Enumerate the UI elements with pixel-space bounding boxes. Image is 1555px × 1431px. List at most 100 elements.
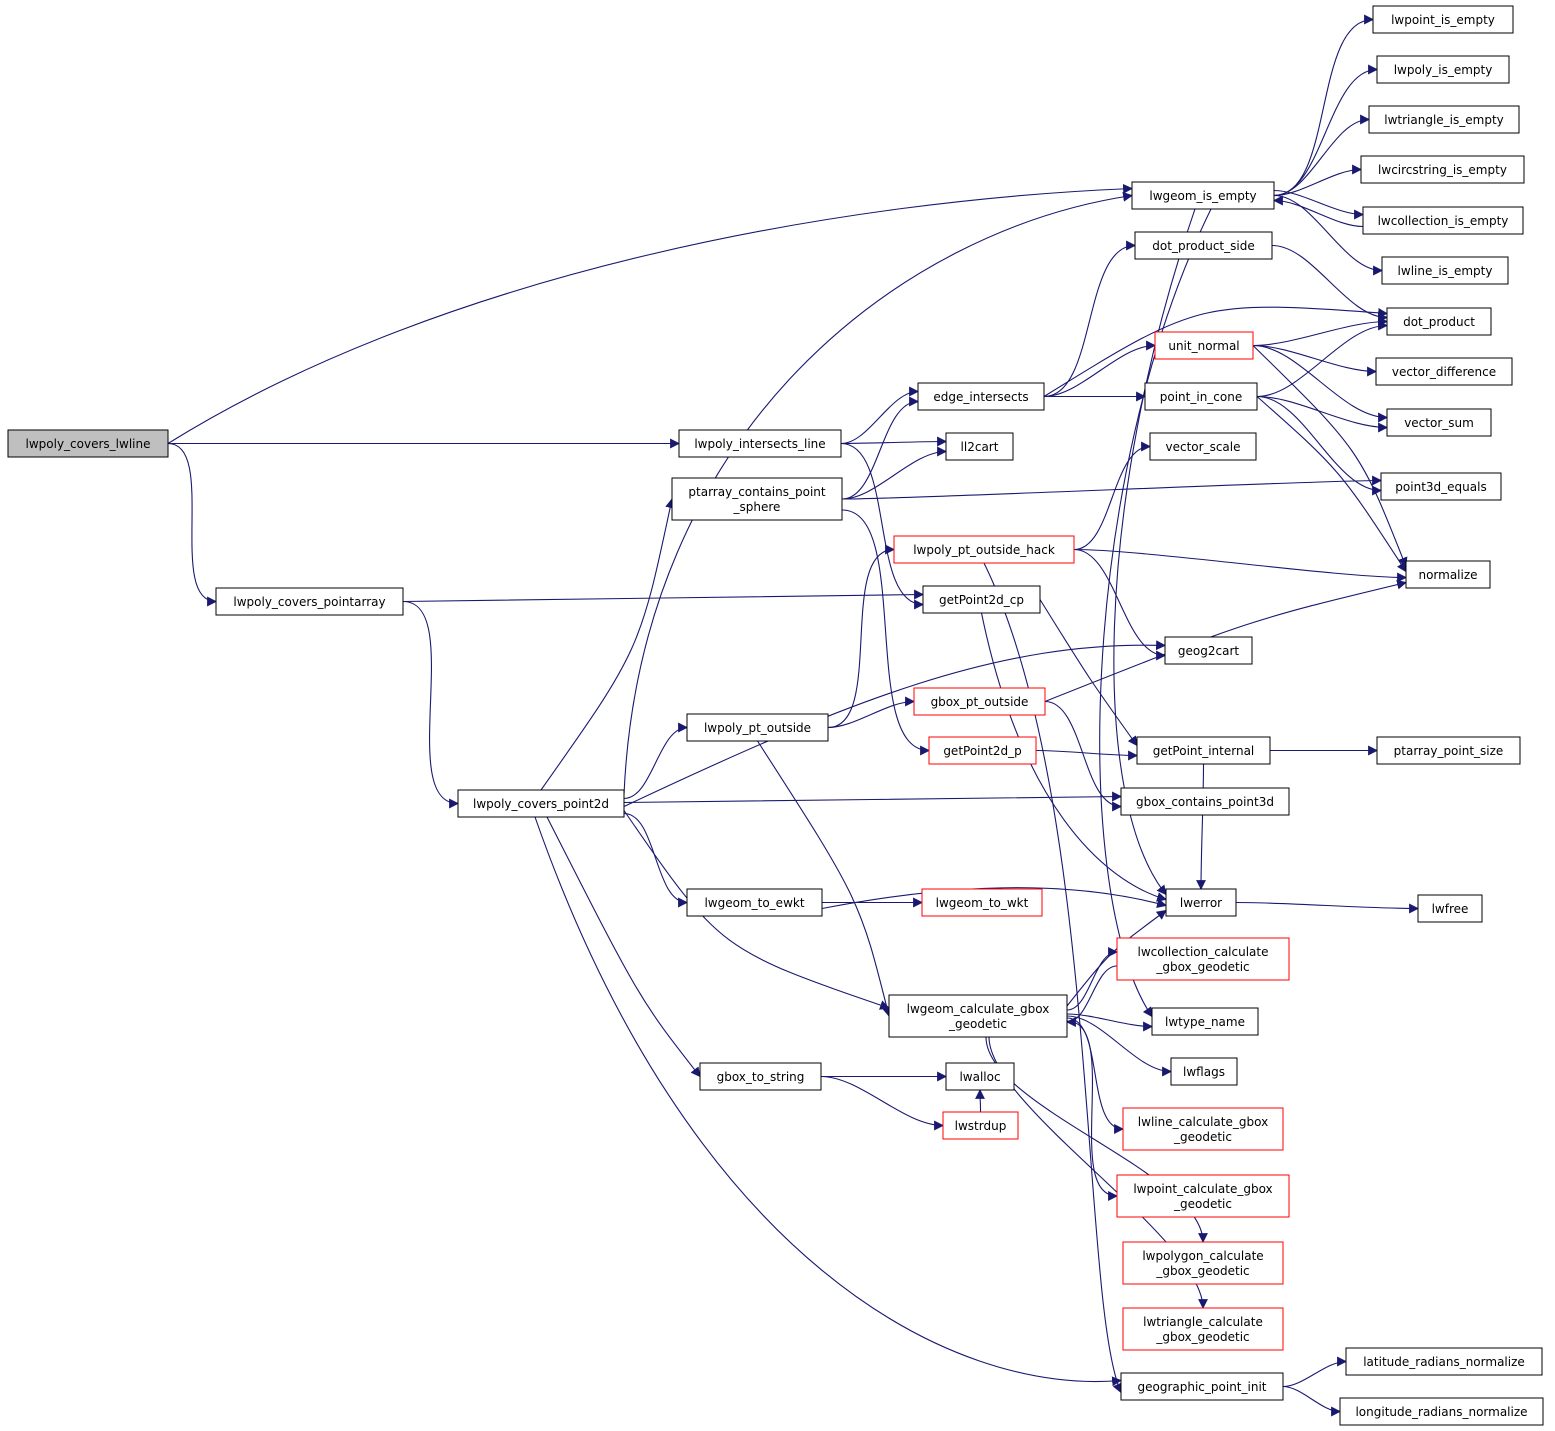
node-lwgeom_calculate_gbox_geodetic[interactable]: lwgeom_calculate_gbox_geodetic: [888, 994, 1068, 1038]
node-lwstrdup[interactable]: lwstrdup: [942, 1111, 1019, 1140]
node-label-lwpoint_is_empty: lwpoint_is_empty: [1391, 13, 1495, 27]
node-point_in_cone[interactable]: point_in_cone: [1144, 382, 1258, 411]
node-ll2cart[interactable]: ll2cart: [945, 432, 1014, 461]
node-vector_sum[interactable]: vector_sum: [1386, 408, 1492, 437]
node-lwgeom_to_ewkt[interactable]: lwgeom_to_ewkt: [686, 888, 823, 917]
node-geog2cart[interactable]: geog2cart: [1164, 636, 1253, 665]
node-lwgeom_to_wkt[interactable]: lwgeom_to_wkt: [921, 888, 1043, 917]
edge-lwgeom_calculate_gbox_geodetic--lwtype_name: [1066, 1013, 1153, 1032]
node-lwtype_name[interactable]: lwtype_name: [1151, 1007, 1259, 1036]
node-box-ll2cart: [945, 432, 1014, 461]
node-ptarray_contains_point_sphere[interactable]: ptarray_contains_point_sphere: [671, 477, 843, 521]
node-lwpoly_covers_point2d[interactable]: lwpoly_covers_point2d: [457, 789, 625, 818]
node-lwcollection_calculate_gbox_geodetic[interactable]: lwcollection_calculate_gbox_geodetic: [1116, 937, 1290, 981]
node-label-lwline_calculate_gbox_geodetic-0: lwline_calculate_gbox: [1138, 1115, 1268, 1129]
node-lwline_calculate_gbox_geodetic[interactable]: lwline_calculate_gbox_geodetic: [1122, 1107, 1284, 1151]
node-label-lwline_is_empty: lwline_is_empty: [1398, 264, 1493, 278]
node-label-lwflags: lwflags: [1183, 1065, 1225, 1079]
node-box-lwtriangle_is_empty: [1368, 105, 1520, 134]
node-label-dot_product: dot_product: [1403, 315, 1475, 329]
node-lwline_is_empty[interactable]: lwline_is_empty: [1381, 256, 1509, 285]
node-label-lwpoint_calculate_gbox_geodetic-0: lwpoint_calculate_gbox: [1133, 1182, 1272, 1196]
node-box-lwstrdup: [942, 1111, 1019, 1140]
node-label-lwpoint_calculate_gbox_geodetic-1: _geodetic: [1173, 1197, 1232, 1211]
node-unit_normal[interactable]: unit_normal: [1154, 331, 1254, 360]
node-box-lwpolygon_calculate_gbox_geodetic: [1122, 1241, 1284, 1285]
edge-gbox_pt_outside--gbox_contains_point3d: [1044, 700, 1122, 812]
edge-lwgeom_calculate_gbox_geodetic--lwerror: [1066, 909, 1167, 1007]
node-box-gbox_pt_outside: [913, 687, 1046, 716]
node-lwpoly_pt_outside[interactable]: lwpoly_pt_outside: [686, 713, 829, 742]
node-lwpoly_covers_lwline[interactable]: lwpoly_covers_lwline: [7, 429, 169, 458]
node-lwflags[interactable]: lwflags: [1170, 1057, 1238, 1086]
node-lwalloc[interactable]: lwalloc: [945, 1062, 1015, 1091]
node-lwpoly_covers_pointarray[interactable]: lwpoly_covers_pointarray: [215, 587, 404, 616]
node-box-lwtype_name: [1151, 1007, 1259, 1036]
node-box-vector_sum: [1386, 408, 1492, 437]
node-vector_difference[interactable]: vector_difference: [1375, 357, 1513, 386]
node-getPoint2d_p[interactable]: getPoint2d_p: [928, 736, 1037, 765]
node-dot_product[interactable]: dot_product: [1386, 307, 1492, 336]
edge-lwpoly_covers_point2d--lwgeom_to_ewkt: [623, 812, 688, 908]
node-lwpolygon_calculate_gbox_geodetic[interactable]: lwpolygon_calculate_gbox_geodetic: [1122, 1241, 1284, 1285]
node-lwtriangle_is_empty[interactable]: lwtriangle_is_empty: [1368, 105, 1520, 134]
node-box-gbox_contains_point3d: [1120, 787, 1290, 816]
edge-lwpoly_pt_outside_hack--normalize: [1073, 548, 1407, 583]
node-getPoint_internal[interactable]: getPoint_internal: [1136, 736, 1271, 765]
node-box-latitude_radians_normalize: [1345, 1347, 1543, 1376]
edge-lwgeom_is_empty--lwline_is_empty: [1273, 194, 1383, 276]
node-lwerror[interactable]: lwerror: [1165, 888, 1237, 917]
node-gbox_pt_outside[interactable]: gbox_pt_outside: [913, 687, 1046, 716]
node-box-lwpoly_pt_outside: [686, 713, 829, 742]
node-vector_scale[interactable]: vector_scale: [1149, 432, 1257, 461]
node-geographic_point_init[interactable]: geographic_point_init: [1120, 1372, 1284, 1401]
edge-gbox_to_string--lwstrdup: [820, 1075, 944, 1131]
edge-ptarray_contains_point_sphere--edge_intersects: [841, 396, 919, 500]
node-longitude_radians_normalize[interactable]: longitude_radians_normalize: [1339, 1397, 1544, 1426]
node-normalize[interactable]: normalize: [1405, 560, 1491, 589]
node-edge_intersects[interactable]: edge_intersects: [917, 382, 1045, 411]
edge-getPoint_internal--lwerror: [1196, 763, 1206, 890]
node-box-gbox_to_string: [699, 1062, 822, 1091]
node-lwfree[interactable]: lwfree: [1417, 894, 1483, 923]
edge-edge_intersects--dot_product_side: [1043, 240, 1136, 398]
node-label-gbox_pt_outside: gbox_pt_outside: [931, 695, 1029, 709]
edge-unit_normal--dot_product: [1252, 316, 1388, 347]
edge-geographic_point_init--latitude_radians_normalize: [1282, 1356, 1347, 1388]
node-lwcollection_is_empty[interactable]: lwcollection_is_empty: [1362, 206, 1524, 235]
edge-lwpoly_intersects_line--ll2cart: [840, 436, 947, 447]
node-box-lwline_calculate_gbox_geodetic: [1122, 1107, 1284, 1151]
node-gbox_to_string[interactable]: gbox_to_string: [699, 1062, 822, 1091]
node-box-lwpoint_is_empty: [1372, 5, 1514, 34]
edge-dot_product_side--dot_product: [1271, 244, 1388, 323]
node-lwtriangle_calculate_gbox_geodetic[interactable]: lwtriangle_calculate_gbox_geodetic: [1122, 1307, 1284, 1351]
node-box-dot_product_side: [1134, 231, 1273, 260]
node-box-getPoint2d_p: [928, 736, 1037, 765]
node-lwpoly_intersects_line[interactable]: lwpoly_intersects_line: [678, 429, 842, 458]
node-box-edge_intersects: [917, 382, 1045, 411]
node-label-lwpoly_covers_pointarray: lwpoly_covers_pointarray: [233, 595, 385, 609]
node-lwpoint_calculate_gbox_geodetic[interactable]: lwpoint_calculate_gbox_geodetic: [1116, 1174, 1290, 1218]
node-point3d_equals[interactable]: point3d_equals: [1380, 472, 1502, 501]
node-dot_product_side[interactable]: dot_product_side: [1134, 231, 1273, 260]
edges-layer: [167, 14, 1419, 1417]
node-label-lwpoly_pt_outside: lwpoly_pt_outside: [704, 721, 811, 735]
edge-lwpoly_covers_pointarray--getPoint2d_cp: [402, 589, 924, 603]
node-label-lwcollection_calculate_gbox_geodetic-1: _gbox_geodetic: [1155, 960, 1249, 974]
node-ptarray_point_size[interactable]: ptarray_point_size: [1376, 736, 1521, 765]
edge-lwgeom_is_empty--lwtriangle_is_empty: [1273, 114, 1370, 197]
node-lwpoint_is_empty[interactable]: lwpoint_is_empty: [1372, 5, 1514, 34]
node-label-lwline_calculate_gbox_geodetic-1: _geodetic: [1173, 1130, 1232, 1144]
node-lwpoly_is_empty[interactable]: lwpoly_is_empty: [1376, 55, 1510, 84]
node-latitude_radians_normalize[interactable]: latitude_radians_normalize: [1345, 1347, 1543, 1376]
node-lwgeom_is_empty[interactable]: lwgeom_is_empty: [1131, 181, 1275, 210]
edge-lwpoly_covers_pointarray--lwpoly_covers_point2d: [402, 600, 459, 809]
node-gbox_contains_point3d[interactable]: gbox_contains_point3d: [1120, 787, 1290, 816]
node-label-getPoint2d_p: getPoint2d_p: [943, 744, 1021, 758]
node-label-lwpoly_covers_point2d: lwpoly_covers_point2d: [473, 797, 609, 811]
node-lwpoly_pt_outside_hack[interactable]: lwpoly_pt_outside_hack: [893, 535, 1075, 564]
node-getPoint2d_cp[interactable]: getPoint2d_cp: [922, 585, 1041, 614]
edge-lwpoly_pt_outside_hack--vector_scale: [1073, 441, 1151, 551]
node-lwcircstring_is_empty[interactable]: lwcircstring_is_empty: [1360, 155, 1525, 184]
